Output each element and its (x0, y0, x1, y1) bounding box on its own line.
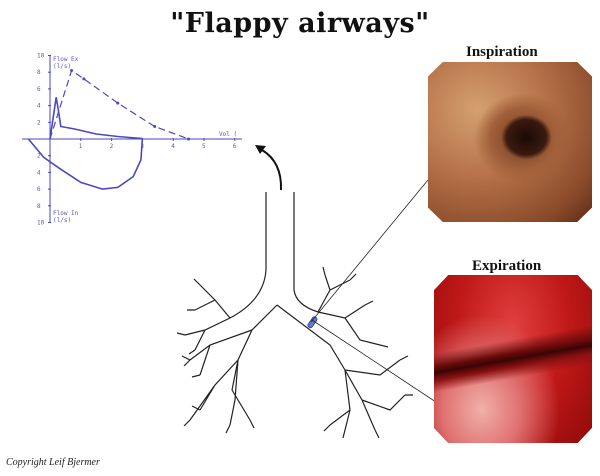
arrow-head-icon (255, 145, 266, 154)
y-tick-label: 2 (37, 153, 41, 160)
data-point (70, 69, 74, 73)
y-tick-label: 8 (37, 69, 41, 76)
curved-arrow (261, 149, 283, 191)
y-tick-label: 6 (37, 86, 41, 93)
expiration-bronchoscopy-photo (434, 275, 592, 443)
x-tick-label: 4 (171, 143, 175, 150)
series-line-2 (49, 97, 143, 140)
data-point (116, 101, 120, 105)
copyright-text: Copyright Leif Bjermer (6, 457, 100, 468)
slide-title: "Flappy airways" (170, 8, 430, 39)
inspiration-bronchoscopy-photo (428, 62, 592, 222)
pointer-line-expiration (311, 319, 449, 411)
series-line-3 (27, 138, 144, 190)
y-tick-label: 10 (37, 220, 45, 227)
expiration-label: Expiration (472, 258, 542, 274)
x-label: Vol ( (219, 131, 237, 138)
series-line-1 (49, 69, 189, 140)
flappy-segment-marker (307, 316, 318, 329)
x-tick-label: 5 (202, 143, 206, 150)
y-label-bottom-unit: (l/s) (53, 217, 71, 224)
x-tick-label: 6 (233, 143, 237, 150)
y-label-top-unit: (l/s) (53, 63, 71, 70)
y-label-bottom: Flow In (53, 210, 79, 217)
data-point (153, 124, 157, 128)
x-tick-label: 2 (110, 143, 114, 150)
y-label-top: Flow Ex (53, 56, 79, 63)
y-tick-label: 10 (37, 53, 45, 60)
x-tick-label: 1 (79, 143, 83, 150)
data-point (187, 137, 191, 141)
y-tick-label: 6 (37, 186, 41, 193)
y-tick-label: 4 (37, 169, 41, 176)
y-tick-label: 2 (37, 119, 41, 126)
bronchial-tree (176, 192, 413, 439)
data-point (82, 77, 86, 81)
inspiration-label: Inspiration (466, 44, 538, 60)
pointer-line-inspiration (310, 179, 429, 323)
y-tick-label: 8 (37, 203, 41, 210)
y-tick-label: 4 (37, 103, 41, 110)
